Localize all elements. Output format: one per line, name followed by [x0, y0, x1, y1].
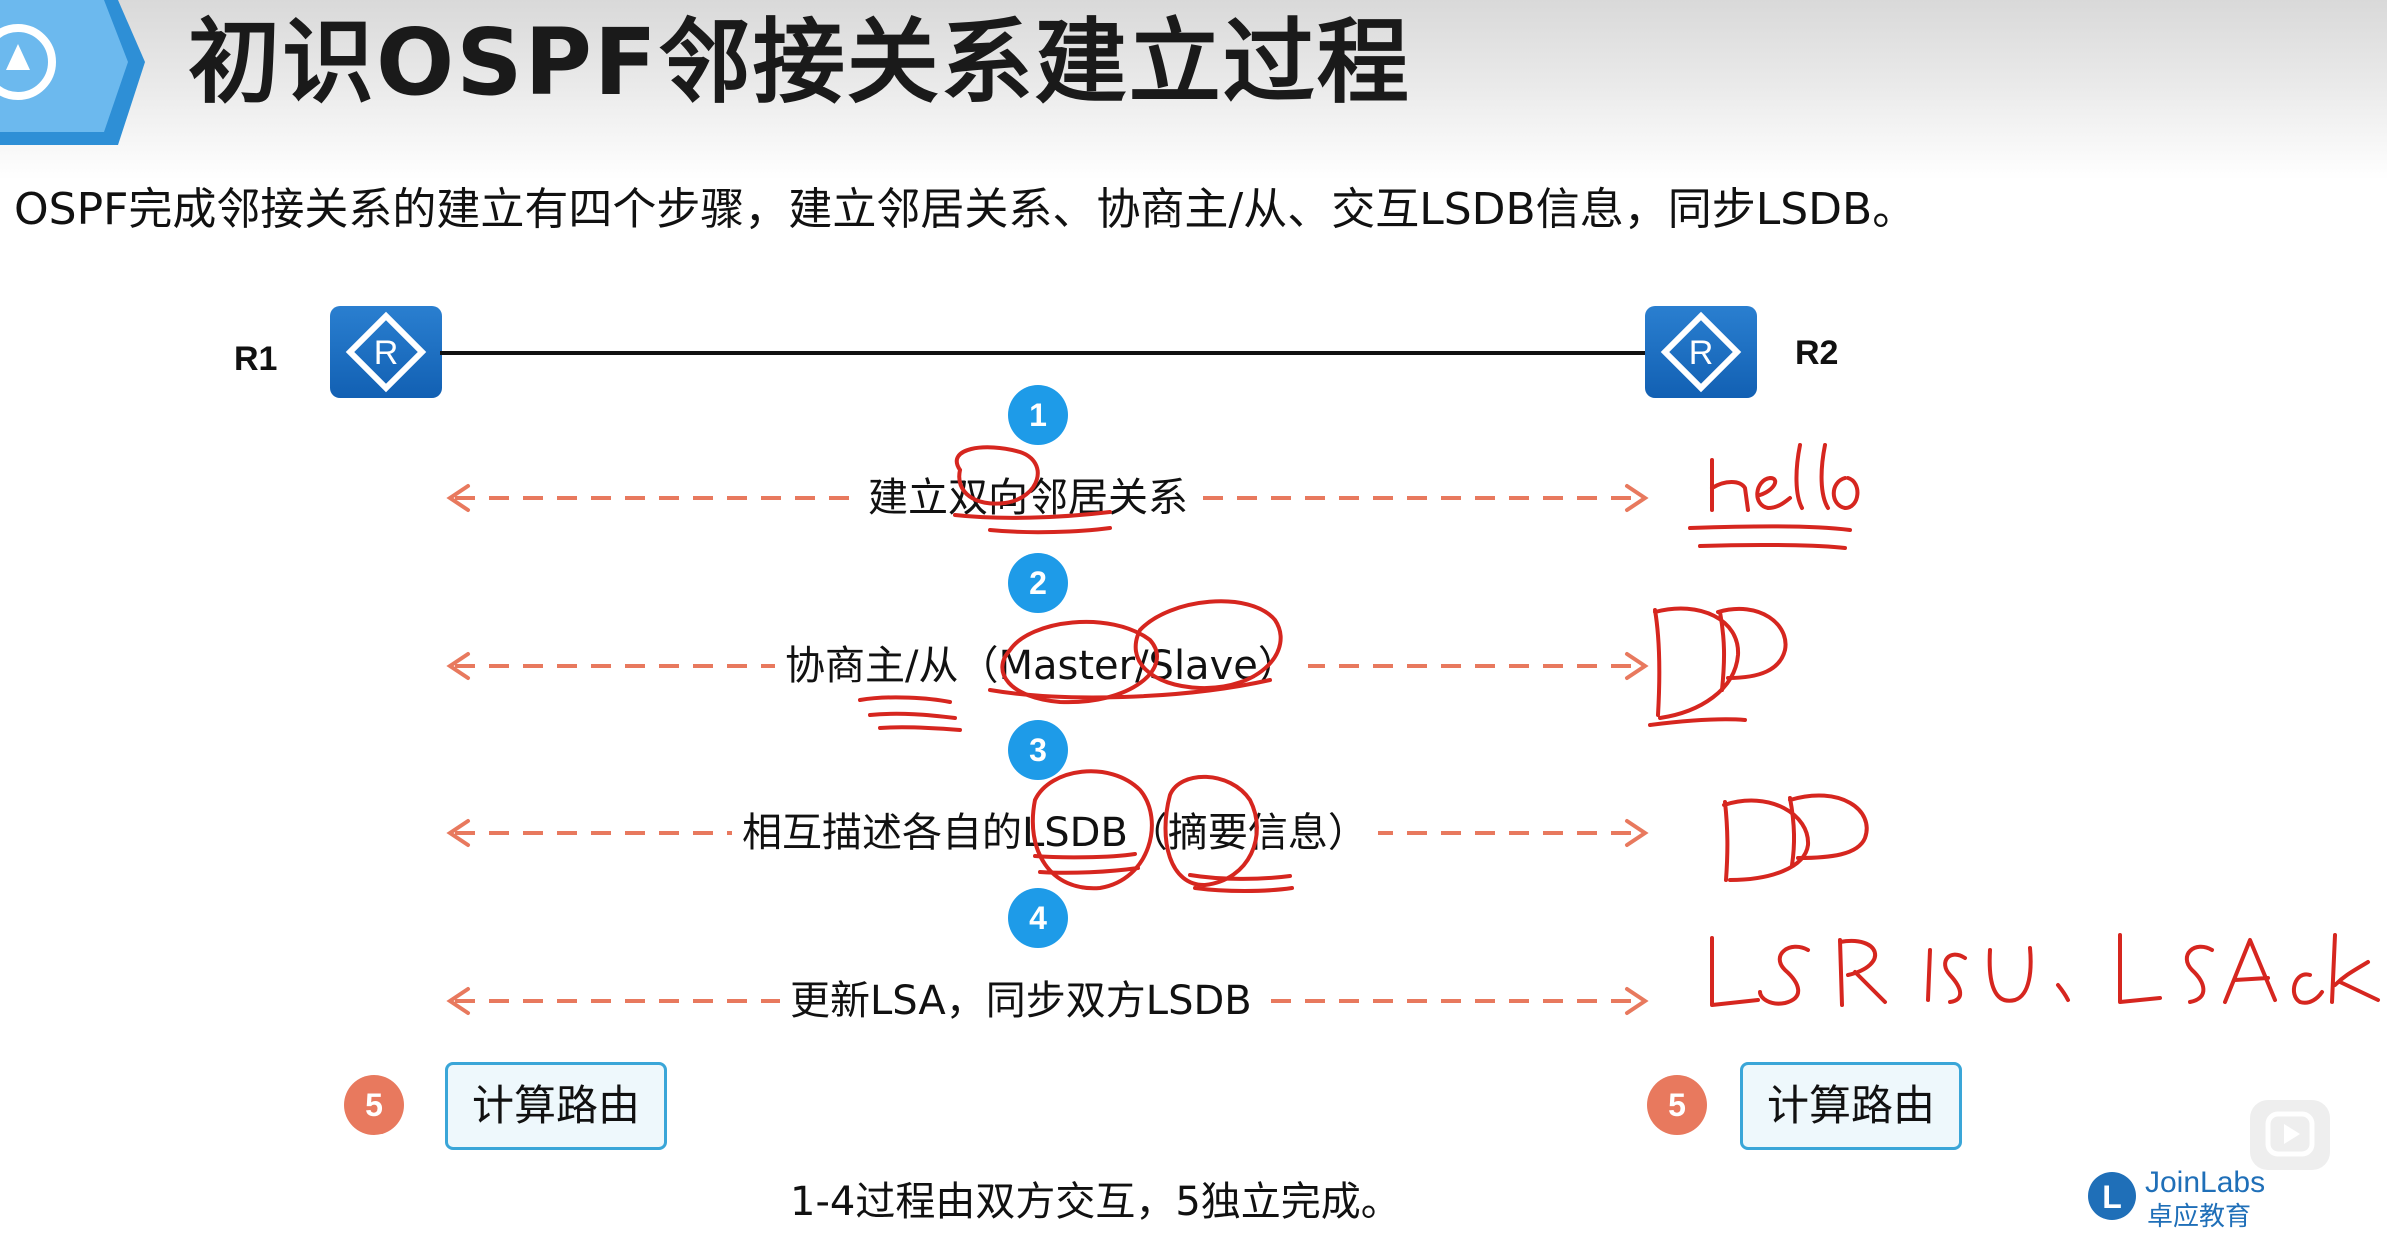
- step-4-badge: 4: [1008, 888, 1068, 948]
- step-2-badge: 2: [1008, 553, 1068, 613]
- svg-text:R: R: [1689, 334, 1714, 372]
- router-r1-label: R1: [234, 340, 278, 378]
- slide-header: 初识OSPF邻接关系建立过程: [0, 0, 2387, 180]
- step-3-badge: 3: [1008, 720, 1068, 780]
- step-5-badge-left: 5: [344, 1075, 404, 1135]
- step-2-text: 协商主/从（Master/Slave）: [775, 639, 1308, 693]
- hexagon-logo-icon: [0, 0, 145, 145]
- router-r2-icon: R: [1645, 306, 1757, 398]
- play-icon: [2265, 1111, 2315, 1157]
- step-3-text: 相互描述各自的LSDB（摘要信息）: [732, 806, 1378, 860]
- step-1-badge: 1: [1008, 385, 1068, 445]
- router-r1-icon: R: [330, 306, 442, 398]
- brand-name: JoinLabs: [2145, 1166, 2266, 1199]
- footer-note: 1-4过程由双方交互，5独立完成。: [790, 1179, 1401, 1225]
- step-1-text: 建立双向邻居关系: [858, 471, 1198, 525]
- brand-subtitle: 卓应教育: [2147, 1202, 2252, 1232]
- svg-text:R: R: [374, 334, 399, 372]
- compute-route-box-right: 计算路由: [1740, 1062, 1962, 1150]
- step-5-badge-right: 5: [1647, 1075, 1707, 1135]
- svg-text:L: L: [2102, 1179, 2122, 1215]
- router-r2-label: R2: [1795, 334, 1839, 372]
- compute-route-box-left: 计算路由: [445, 1062, 667, 1150]
- intro-text: OSPF完成邻接关系的建立有四个步骤，建立邻居关系、协商主/从、交互LSDB信息…: [14, 184, 1917, 235]
- router-link-line: [440, 351, 1652, 355]
- page-title: 初识OSPF邻接关系建立过程: [188, 9, 1411, 116]
- joinlabs-logo-icon: L: [2088, 1172, 2136, 1220]
- play-button[interactable]: [2250, 1100, 2330, 1170]
- joinlabs-brand: L JoinLabs 卓应教育: [2085, 1166, 2295, 1232]
- step-4-text: 更新LSA，同步双方LSDB: [780, 974, 1262, 1028]
